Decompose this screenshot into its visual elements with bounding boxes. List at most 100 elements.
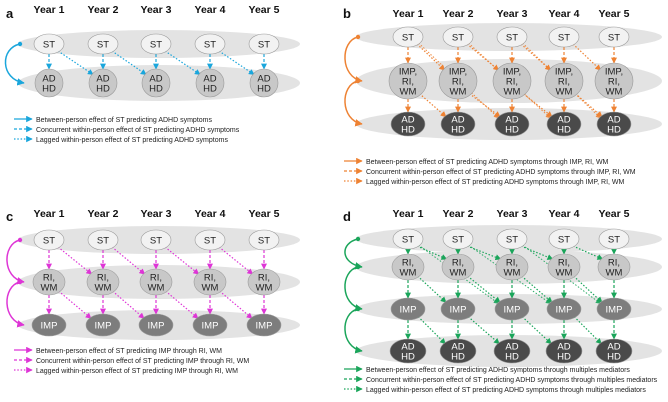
node-ellipse: [598, 26, 630, 48]
node-label: AD: [557, 342, 570, 353]
lagged-arrow: [572, 245, 604, 260]
year-header: Year 5: [249, 208, 280, 220]
node-ellipse: [440, 297, 476, 321]
between-person-arrow: [344, 308, 363, 354]
node-ellipse: [248, 33, 280, 55]
node: ST: [248, 33, 280, 55]
node: ST: [140, 229, 172, 251]
node-label: ST: [558, 235, 570, 246]
node-ellipse: [493, 338, 531, 364]
lagged-arrow: [523, 93, 553, 118]
node: IMP,RI,WM: [438, 62, 478, 100]
node-ellipse: [34, 68, 64, 98]
node-label: RI,: [506, 258, 518, 269]
node: ST: [442, 228, 474, 250]
lagged-arrow: [521, 316, 552, 345]
year-header: Year 4: [549, 8, 580, 20]
node: RI,WM: [441, 253, 475, 281]
node-label: IMP: [41, 321, 58, 332]
node-label: WM: [556, 87, 573, 98]
node-label: WM: [606, 268, 623, 279]
node-label: WM: [41, 283, 58, 294]
node-label: WM: [450, 268, 467, 279]
node-ellipse: [390, 297, 426, 321]
node: ST: [33, 229, 65, 251]
node-ellipse: [440, 111, 476, 137]
node-label: HD: [505, 125, 519, 136]
node: RI,WM: [139, 268, 173, 296]
node: IMP,RI,WM: [544, 62, 584, 100]
node: IMP: [546, 297, 582, 321]
node-label: AD: [401, 342, 414, 353]
node-ellipse: [546, 297, 582, 321]
node-label: AD: [607, 115, 620, 126]
node-label: ST: [608, 33, 620, 44]
lagged-arrow: [58, 290, 92, 319]
node-ellipse: [85, 313, 121, 337]
node-label: HD: [42, 84, 56, 95]
lagged-arrow: [57, 246, 93, 275]
legend-d: Between-person effect of ST predicting A…: [344, 365, 658, 394]
node-label: HD: [505, 352, 519, 363]
node: ADHD: [141, 68, 171, 98]
node-label: RI,: [608, 258, 620, 269]
node-ellipse: [388, 62, 428, 100]
node-label: AD: [401, 115, 414, 126]
node: ADHD: [389, 338, 427, 364]
lagged-arrow: [219, 290, 253, 319]
node-label: RI,: [97, 273, 109, 284]
node: ADHD: [249, 68, 279, 98]
node: ST: [598, 228, 630, 250]
node-ellipse: [195, 68, 225, 98]
year-header: Year 5: [599, 208, 630, 220]
node-label: ST: [452, 235, 464, 246]
node-ellipse: [248, 229, 280, 251]
node-label: RI,: [43, 273, 55, 284]
node: ST: [87, 33, 119, 55]
panel-label: b: [343, 6, 351, 21]
node-ellipse: [597, 253, 631, 281]
node-label: WM: [202, 283, 219, 294]
node: ST: [194, 229, 226, 251]
node-label: WM: [556, 268, 573, 279]
node-label: IMP,: [605, 67, 623, 78]
node-ellipse: [33, 229, 65, 251]
node-ellipse: [492, 62, 532, 100]
node-label: WM: [400, 268, 417, 279]
node-ellipse: [31, 313, 67, 337]
node-label: HD: [557, 125, 571, 136]
node-ellipse: [596, 111, 632, 137]
lagged-arrow: [575, 93, 603, 118]
node-label: ST: [402, 33, 414, 44]
node: ADHD: [88, 68, 118, 98]
node-label: HD: [401, 352, 415, 363]
node-label: IMP: [148, 321, 165, 332]
node: ST: [392, 228, 424, 250]
node-label: ST: [43, 236, 55, 247]
year-header: Year 4: [195, 4, 226, 16]
node: RI,WM: [547, 253, 581, 281]
node: RI,WM: [86, 268, 120, 296]
between-person-arrow: [4, 43, 25, 86]
between-person-arrow: [6, 281, 25, 328]
lagged-arrow: [468, 42, 551, 119]
node-label: ST: [402, 235, 414, 246]
node-label: AD: [505, 342, 518, 353]
node-ellipse: [442, 26, 474, 48]
node-label: WM: [450, 87, 467, 98]
node: ST: [548, 228, 580, 250]
node-label: AD: [505, 115, 518, 126]
legend-text: Concurrent within-person effect of ST pr…: [366, 377, 658, 384]
node-ellipse: [594, 62, 634, 100]
between-person-arrow: [344, 238, 363, 270]
node-ellipse: [139, 268, 173, 296]
node-ellipse: [194, 229, 226, 251]
between-person-arrow: [344, 80, 363, 127]
legend-text: Between-person effect of ST predicting A…: [36, 117, 212, 124]
node-label: IMP: [556, 305, 573, 316]
node-label: WM: [400, 87, 417, 98]
year-header: Year 3: [141, 208, 172, 220]
node-label: ST: [506, 235, 518, 246]
node: ADHD: [195, 68, 225, 98]
